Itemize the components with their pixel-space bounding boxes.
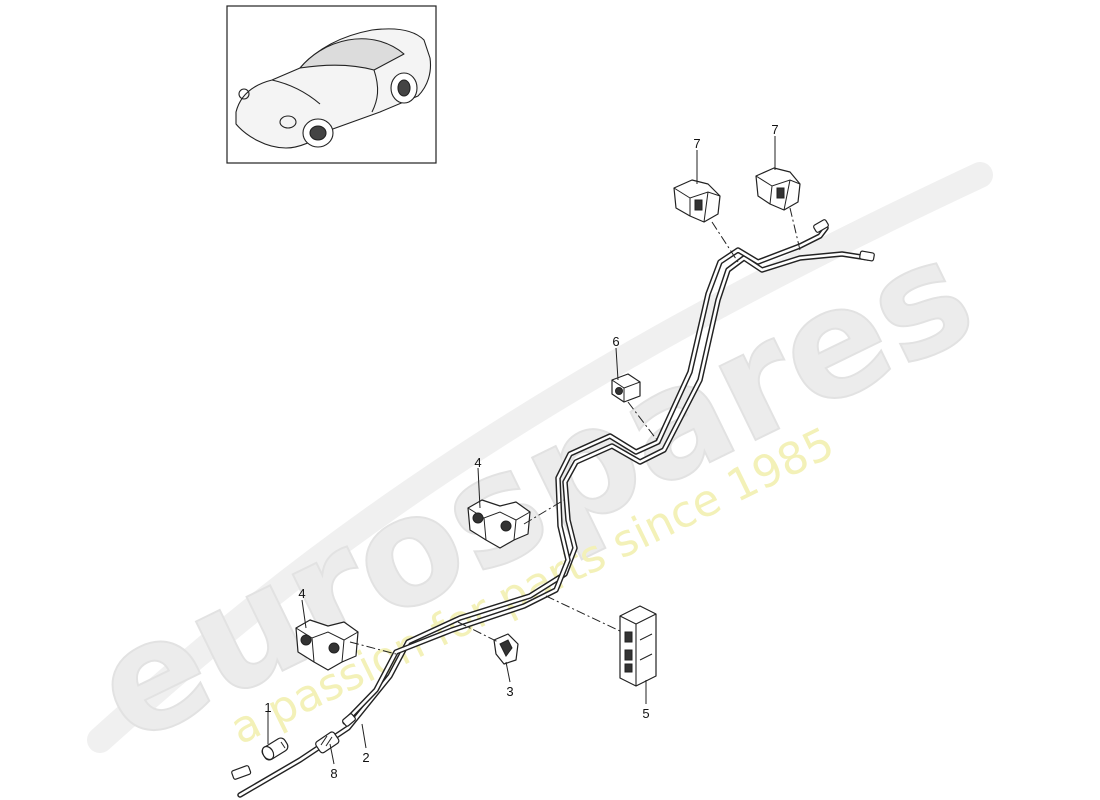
callout-1: 1 [264,700,271,715]
watermark-brand: eurospares [70,205,999,777]
part-1-connector [261,737,289,761]
car-coupe-icon [235,28,432,149]
fuel-lines [237,225,871,798]
callout-5: 5 [642,706,649,721]
part-5-bracket [619,605,657,687]
part-4-clip-lower [295,619,359,671]
callout-8: 8 [330,766,337,781]
car-thumbnail [226,5,437,164]
part-7-bracket-right [755,167,801,211]
callout-4-lower: 4 [298,586,305,601]
pipe-end-fittings [231,219,875,780]
pipe-end-fitting-right [859,250,875,262]
callout-7-left: 7 [693,136,700,151]
callout-2: 2 [362,750,369,765]
callout-7-right: 7 [771,122,778,137]
alignment-lines [349,207,801,655]
callouts: 1 2 3 4 4 5 6 7 7 8 [264,122,778,781]
pipe-end-fitting-left [231,765,252,780]
callout-6: 6 [612,334,619,349]
callout-3: 3 [506,684,513,699]
leader-lines [267,136,776,765]
callout-4-upper: 4 [474,455,481,470]
part-6-clip [611,373,641,403]
part-7-bracket-left [673,179,721,223]
pipe-end-fitting-upper [813,219,829,233]
pipe-end-fitting-lower [342,713,356,727]
watermark-swoosh [87,162,993,753]
part-3-clip [493,633,519,665]
watermark: eurospares a passion for parts since 198… [69,162,999,778]
part-4-clip-upper [467,499,531,549]
